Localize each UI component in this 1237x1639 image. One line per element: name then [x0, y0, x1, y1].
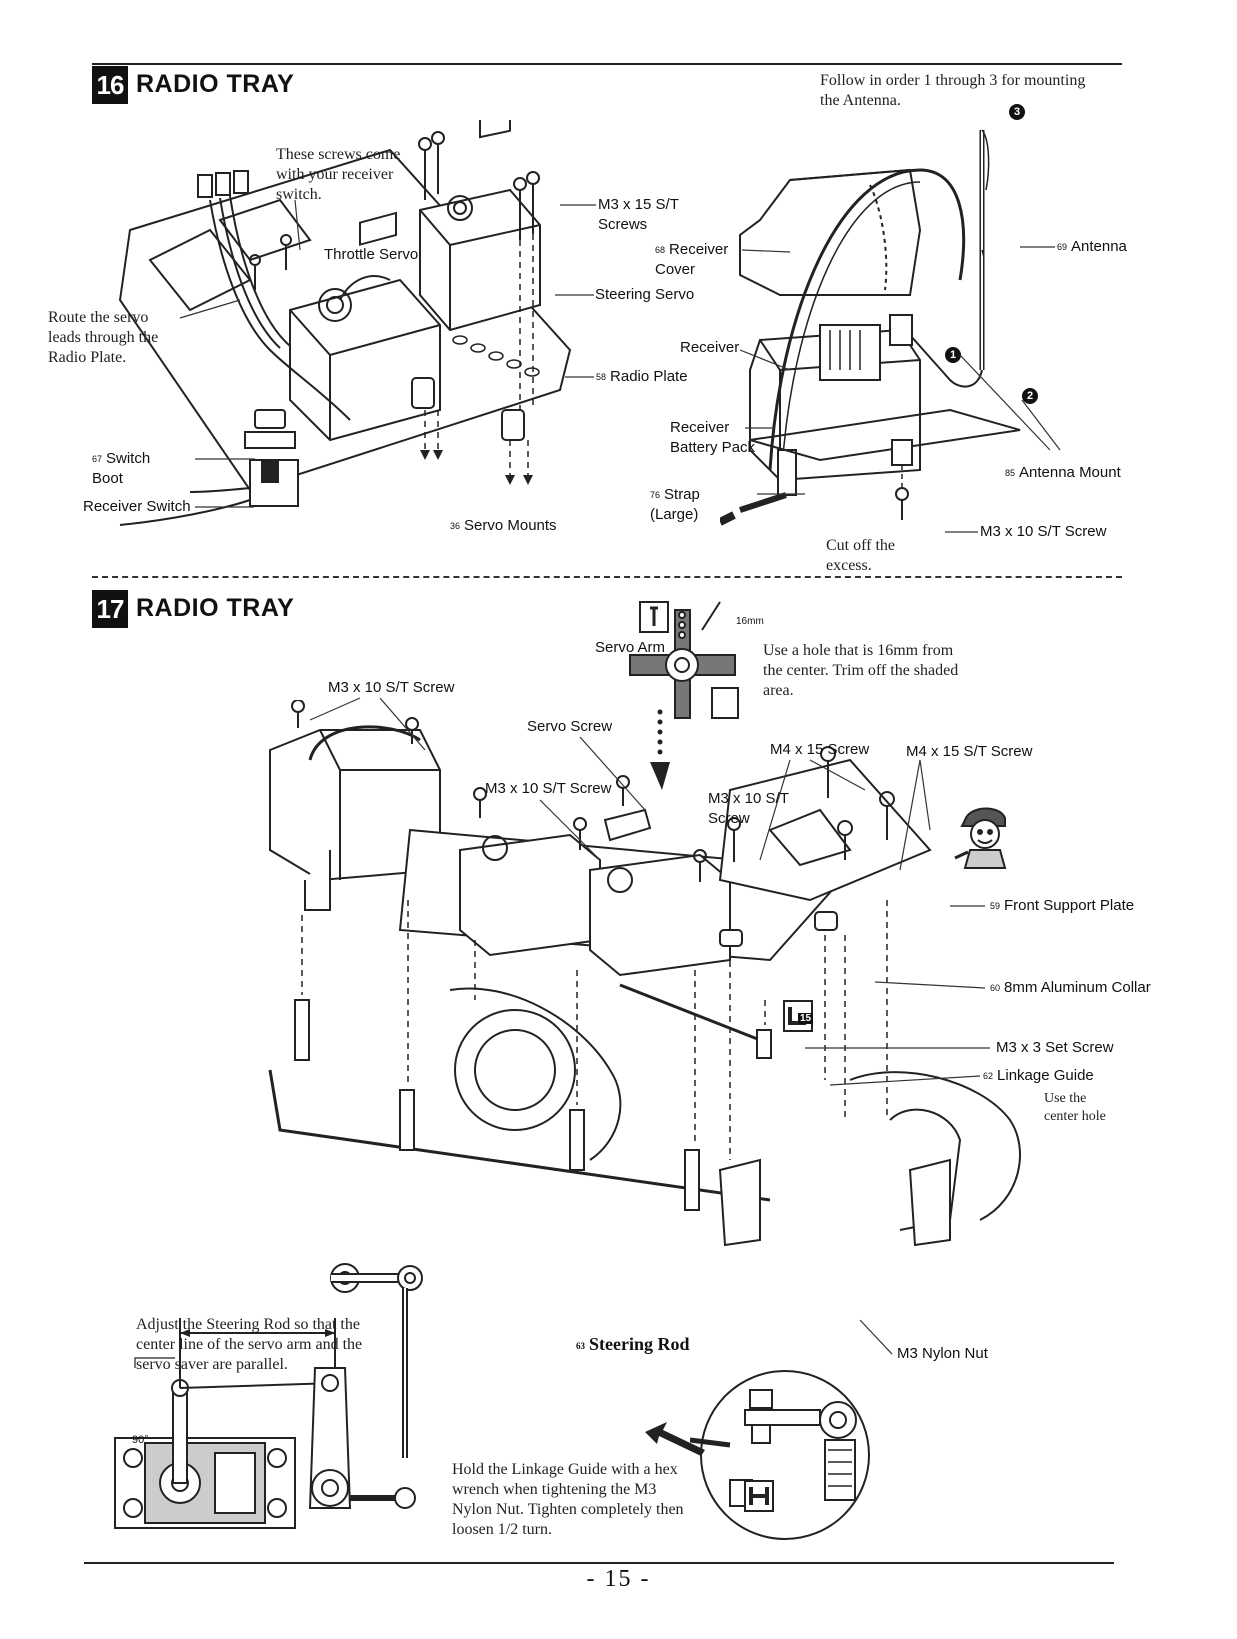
servo-saver-detail-illustration [114, 1263, 423, 1529]
hole-note: Use a hole that is 16mm from the center.… [763, 642, 959, 699]
label-m3x10-screw-16: M3 x 10 S/T Screw [980, 523, 1107, 540]
step-17-number: 17 [92, 590, 128, 628]
linkage-guide-detail-illustration [690, 1370, 870, 1540]
adjust-note: Adjust the Steering Rod so that the cent… [136, 1316, 363, 1373]
wrench-arrow-icon [645, 1422, 705, 1456]
screws-note: These screws come with your receiver swi… [276, 146, 401, 203]
wrench-size-label: 15 [798, 1013, 814, 1024]
label-m3x15-screws: M3 x 15 S/T Screws [598, 196, 679, 233]
label-servo-arm: Servo Arm [595, 639, 666, 656]
step-16-title: RADIO TRAY [136, 70, 295, 98]
label-steering-servo: Steering Servo [595, 286, 695, 303]
label-m4x15-st-screw: M4 x 15 S/T Screw [906, 743, 1033, 760]
label-nylon-nut: M3 Nylon Nut [897, 1345, 988, 1362]
badge-2: 2 [1022, 386, 1038, 404]
receiver-antenna-illustration [720, 129, 1021, 526]
cut-note: Cut off the excess. [826, 537, 896, 574]
label-set-screw: M3 x 3 Set Screw [996, 1039, 1114, 1056]
radio-plate-illustration [118, 120, 572, 526]
label-receiver-switch: Receiver Switch [83, 498, 191, 515]
label-servo-screw: Servo Screw [527, 718, 613, 735]
label-m3x10-screw-b: M3 x 10 S/T Screw [485, 780, 612, 797]
label-90-degrees: 90° [132, 1434, 149, 1446]
center-hole-note: Use the center hole [1044, 1091, 1106, 1124]
step-16-number: 16 [92, 66, 128, 104]
mascot-illustration [954, 807, 1007, 869]
servo-arm-illustration [629, 601, 739, 719]
label-m3x10-screw-a: M3 x 10 S/T Screw [328, 679, 455, 696]
route-note: Route the servo leads through the Radio … [48, 309, 159, 366]
label-throttle-servo: Throttle Servo [324, 246, 419, 263]
badge-3: 3 [1009, 102, 1025, 120]
label-m4x15-screw: M4 x 15 Screw [770, 741, 870, 758]
step-17-title: RADIO TRAY [136, 594, 295, 622]
label-16mm: 16mm [736, 616, 764, 627]
hold-note: Hold the Linkage Guide with a hex wrench… [452, 1461, 684, 1538]
antenna-order-note: Follow in order 1 through 3 for mounting… [820, 72, 1086, 109]
label-receiver-battery: Receiver Battery Pack [670, 419, 756, 456]
section-divider [92, 576, 1122, 578]
label-m3x10-screw-c: M3 x 10 S/T Screw [708, 790, 789, 827]
badge-1: 1 [945, 345, 961, 363]
top-rule [92, 63, 1122, 65]
label-receiver: Receiver [680, 339, 740, 356]
wrench-stop-icon [744, 1480, 774, 1512]
page-number: - 15 - [586, 1566, 651, 1592]
chassis-assembly-illustration [268, 700, 1021, 1247]
bottom-rule [84, 1562, 1114, 1564]
